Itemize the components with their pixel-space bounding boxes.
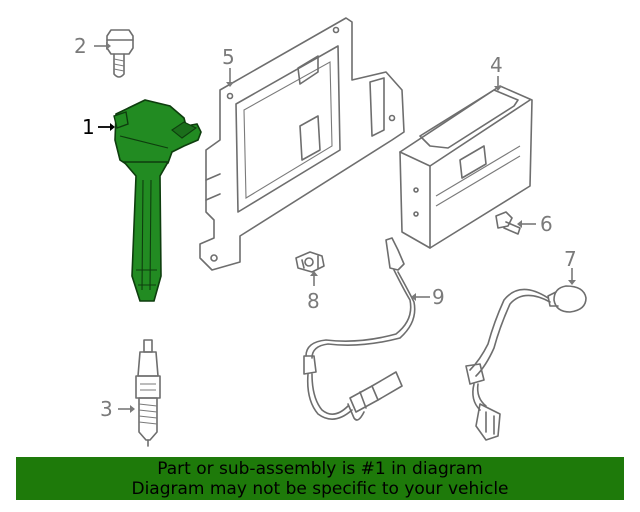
part-1-ignition-coil[interactable] (113, 99, 202, 302)
leader-9-arrow (411, 293, 416, 301)
leader-3-arrow (130, 405, 135, 413)
callout-7[interactable]: 7 (564, 247, 577, 271)
part-7-knock-sensor[interactable] (465, 285, 587, 441)
banner-background (16, 457, 624, 500)
callout-6[interactable]: 6 (540, 212, 553, 236)
callout-5[interactable]: 5 (222, 45, 235, 69)
callout-2[interactable]: 2 (74, 34, 87, 58)
part-3-spark-plug[interactable] (135, 339, 161, 447)
banner-line-2: Diagram may not be specific to your vehi… (131, 478, 509, 499)
callout-3[interactable]: 3 (100, 397, 113, 421)
leader-2-arrow (106, 42, 111, 50)
part-5-bracket[interactable] (199, 17, 405, 271)
leader-4-arrow (494, 86, 502, 91)
leader-6-arrow (517, 220, 522, 228)
part-4-control-module[interactable] (399, 85, 533, 249)
leader-7-arrow (568, 280, 576, 285)
part-6-bolt[interactable] (495, 211, 521, 235)
info-banner: Part or sub-assembly is #1 in diagram Di… (16, 457, 624, 500)
callout-4[interactable]: 4 (490, 53, 503, 77)
part-9-sensor-harness[interactable] (303, 237, 416, 421)
leader-8-arrow (310, 271, 318, 276)
part-8-sensor[interactable] (295, 251, 325, 273)
leader-1-arrow (110, 123, 115, 131)
callout-9[interactable]: 9 (432, 285, 445, 309)
part-2-bolt[interactable] (106, 29, 134, 78)
leader-5-arrow (226, 82, 234, 87)
callout-1[interactable]: 1 (82, 115, 95, 139)
banner-line-1: Part or sub-assembly is #1 in diagram (157, 458, 483, 479)
callout-8[interactable]: 8 (307, 289, 320, 313)
